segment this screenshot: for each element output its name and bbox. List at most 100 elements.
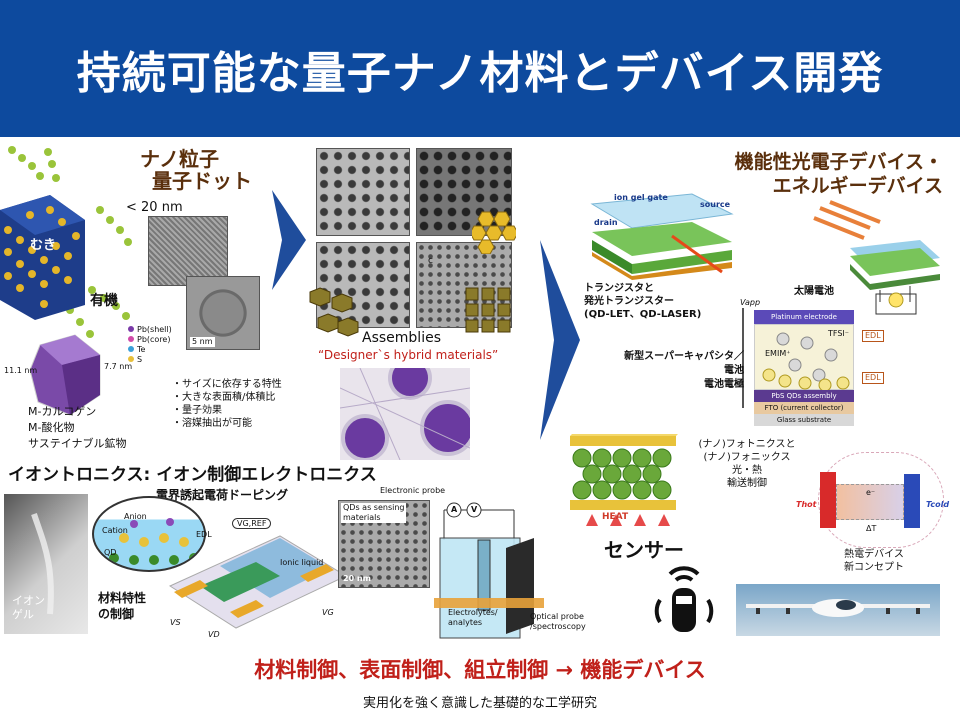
edl-inset: Anion Cation QD (92, 496, 206, 572)
arrow-to-assemblies (272, 190, 306, 290)
assembly-marker-c: c (428, 256, 433, 266)
layer-glass: Glass substrate (754, 414, 854, 426)
thermo-caption-line: 新コンセプト (844, 562, 904, 573)
meter-v: V (471, 505, 478, 514)
supercap-desc-line: 電池電極 (704, 379, 744, 390)
supercap-description: 新型スーパーキャパシタ／ 電池 電池電極 (610, 350, 744, 392)
meter-a: A (451, 505, 458, 514)
layer-pbs-qds: PbS QDs assembly (754, 390, 854, 402)
legend-s: S (137, 355, 143, 364)
property-list: ・サイズに依存する特性 ・大きな表面積/体積比 ・量子効果 ・溶媒抽出が可能 (172, 378, 282, 430)
transistor-description: トランジスタと 発光トランジスター (QD-LET、QD-LASER) (584, 282, 701, 321)
label-tcold: Tcold (926, 500, 950, 509)
octahedra-packing-icon (309, 287, 359, 337)
nano-title: ナノ粒子 量子ドット (140, 148, 252, 192)
label-electron: e⁻ (866, 488, 876, 497)
page-title: 持続可能な量子ナノ材料とデバイス開発 (76, 47, 884, 99)
supercap-desc-line: 新型スーパーキャパシタ／ (624, 351, 744, 362)
nano-title-line1: ナノ粒子 (140, 147, 219, 171)
assembly-tem-3 (316, 242, 410, 328)
label-anion: Anion (124, 512, 147, 521)
material-control-label: 材料特性 の制御 (98, 590, 146, 622)
solar-cell-illustration (813, 200, 940, 315)
material-control-line: の制御 (98, 607, 135, 621)
photonics-line: 輸送制御 (727, 478, 767, 489)
layer-fto: FTO (current collector) (754, 402, 854, 414)
label-bare: むき (30, 238, 57, 253)
transistor-desc-line: トランジスタと (584, 283, 654, 294)
label-vd: VD (208, 630, 220, 639)
edl-label-bottom: EDL (862, 372, 884, 384)
label-delta-t: ΔT (866, 524, 877, 533)
wire-left (742, 308, 744, 408)
electronic-probe-label: Electronic probe (380, 486, 446, 495)
material-item: M-酸化物 (28, 421, 75, 434)
atom-legend: Pb(shell) Pb(core) Te S (128, 325, 172, 365)
nano-title-line2: 量子ドット (152, 169, 252, 193)
material-list: M-カルコゲン M-酸化物 サステイナブル鉱物 (28, 404, 127, 452)
qd-sensing-label: QDs as sensing materials (341, 503, 407, 523)
property-item: ・溶媒抽出が可能 (172, 418, 252, 429)
label-emim: EMIM⁺ (765, 349, 791, 358)
car-sensor-icon (654, 566, 714, 632)
material-item: M-カルコゲン (28, 405, 97, 418)
electrochemical-cell-illustration (434, 502, 544, 639)
evtol-aircraft-image (736, 584, 940, 636)
ion-symbols (762, 332, 850, 391)
thermo-caption: 熱電デバイス 新コンセプト (836, 548, 912, 574)
transistor-desc-line: 発光トランジスター (584, 296, 674, 307)
qd-sensing-tem: QDs as sensing materials 20 nm (338, 500, 430, 588)
iontronic-device-illustration (168, 535, 348, 629)
photonics-line: (ナノ)フォトニクスと (698, 439, 796, 450)
devices-title: 機能性光電子デバイス・ エネルギーデバイス (688, 150, 943, 198)
ion-gel-label-line: ゲル (12, 608, 34, 621)
property-item: ・大きな表面積/体積比 (172, 392, 276, 403)
label-tfsi: TFSI⁻ (827, 329, 849, 338)
property-item: ・サイズに依存する特性 (172, 379, 282, 390)
qd-sensing-line: materials (343, 513, 381, 522)
tem-particle-image: 5 nm (186, 276, 260, 350)
label-edl: EDL (196, 530, 212, 539)
assemblies-title: Assemblies (362, 330, 441, 346)
property-item: ・量子効果 (172, 405, 222, 416)
thermo-caption-line: 熱電デバイス (844, 549, 904, 560)
iontronics-title: イオントロニクス: イオン制御エレクトロニクス (8, 465, 377, 485)
label-ion-gel-gate: ion gel gate (614, 193, 668, 202)
optical-probe-line: /spectroscopy (530, 622, 586, 631)
nanoparticle-illustration (0, 146, 132, 416)
assemblies-subtitle: “Designer`s hybrid materials” (318, 348, 499, 362)
edl-label-top: EDL (862, 330, 884, 342)
assembly-tem-4 (416, 242, 512, 328)
supercap-desc-line: 電池 (724, 365, 744, 376)
label-vapp: Vapp (740, 298, 761, 307)
legend-pb-core: Pb(core) (137, 335, 171, 344)
tem-scale: 5 nm (190, 337, 215, 347)
tem-lattice-image (148, 216, 228, 286)
label-vg-ref: VG,REF (232, 518, 272, 529)
ion-gel-photo: イオン ゲル (4, 494, 88, 634)
size-label: < 20 nm (126, 200, 183, 215)
arrow-to-devices (540, 240, 580, 440)
devices-title-line2: エネルギーデバイス (772, 175, 943, 197)
ion-gel-label-line: イオン (12, 594, 45, 607)
label-vg: VG (322, 608, 334, 617)
footer-summary: 材料制御、表面制御、組立制御 → 機能デバイス (254, 658, 706, 682)
photonics-line: 光・熱 (732, 465, 762, 476)
label-thot: Thot (796, 500, 817, 509)
heat-sensor-illustration (570, 434, 678, 526)
qd-sensing-line: QDs as sensing (343, 503, 405, 512)
header-banner: 持続可能な量子ナノ材料とデバイス開発 (0, 0, 960, 137)
optical-probe-line: Optical probe (530, 612, 584, 621)
material-item: サステイナブル鉱物 (28, 437, 127, 450)
electrolytes-line: analytes (448, 618, 483, 627)
footer-subtitle: 実用化を強く意識した基礎的な工学研究 (362, 696, 597, 711)
qd-sensing-scale: 20 nm (343, 574, 371, 583)
photonics-text: (ナノ)フォトニクスと (ナノ)フォニックス 光・熱 輸送制御 (688, 438, 806, 490)
label-ionic-liquid: Ionic liquid (280, 558, 324, 567)
ion-gel-label: イオン ゲル (12, 594, 45, 622)
doping-title: 電界誘起電荷ドーピング (156, 488, 289, 502)
electrolytes-label: Electrolytes/ analytes (448, 608, 498, 628)
dimension-left: 11.1 nm (4, 366, 38, 375)
devices-title-line1: 機能性光電子デバイス・ (734, 151, 943, 173)
cold-plate (904, 474, 920, 528)
